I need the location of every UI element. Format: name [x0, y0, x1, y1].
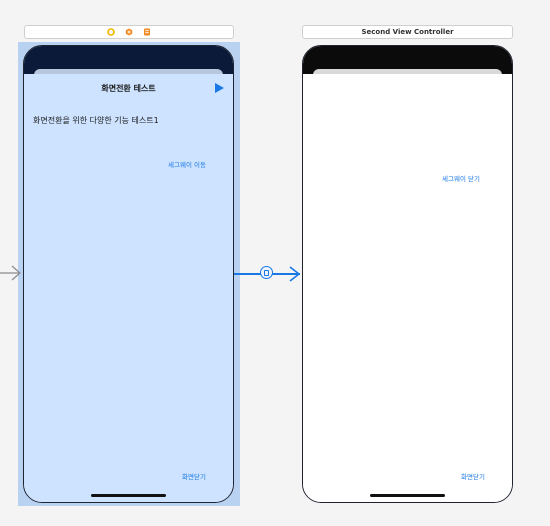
nav-title: 화면전환 테스트: [101, 84, 156, 93]
home-indicator: [370, 494, 445, 497]
play-icon[interactable]: [215, 83, 224, 93]
second-view-controller[interactable]: 세그웨이 닫기 화면닫기: [302, 45, 513, 503]
segue-move-button[interactable]: 세그웨이 이동: [168, 161, 206, 169]
initial-view-controller-arrow-icon[interactable]: [0, 263, 22, 283]
first-responder-icon[interactable]: [125, 28, 133, 36]
home-indicator: [91, 494, 166, 497]
close-screen-button[interactable]: 화면닫기: [182, 473, 206, 481]
first-view-controller[interactable]: 화면전환 테스트 화면전환을 위한 다양한 기능 테스트1 세그웨이 이동 화면…: [23, 45, 234, 503]
segue-present-icon[interactable]: [260, 266, 273, 279]
description-label: 화면전환을 위한 다양한 기능 테스트1: [33, 116, 159, 125]
segue-modal-glyph: [264, 269, 269, 276]
view-controller-view[interactable]: 화면전환 테스트 화면전환을 위한 다양한 기능 테스트1 세그웨이 이동 화면…: [24, 74, 233, 502]
view-controller-icon[interactable]: [107, 28, 115, 36]
view-controller-view[interactable]: 세그웨이 닫기 화면닫기: [303, 74, 512, 502]
scene2-title-bar[interactable]: Second View Controller: [302, 25, 513, 39]
exit-icon[interactable]: [143, 28, 151, 36]
scene1-dock-bar[interactable]: [24, 25, 234, 39]
segue-close-button[interactable]: 세그웨이 닫기: [442, 175, 480, 183]
scene2-title: Second View Controller: [361, 28, 454, 36]
segue-arrowhead-icon: [289, 266, 301, 282]
close-screen-button[interactable]: 화면닫기: [461, 473, 485, 481]
